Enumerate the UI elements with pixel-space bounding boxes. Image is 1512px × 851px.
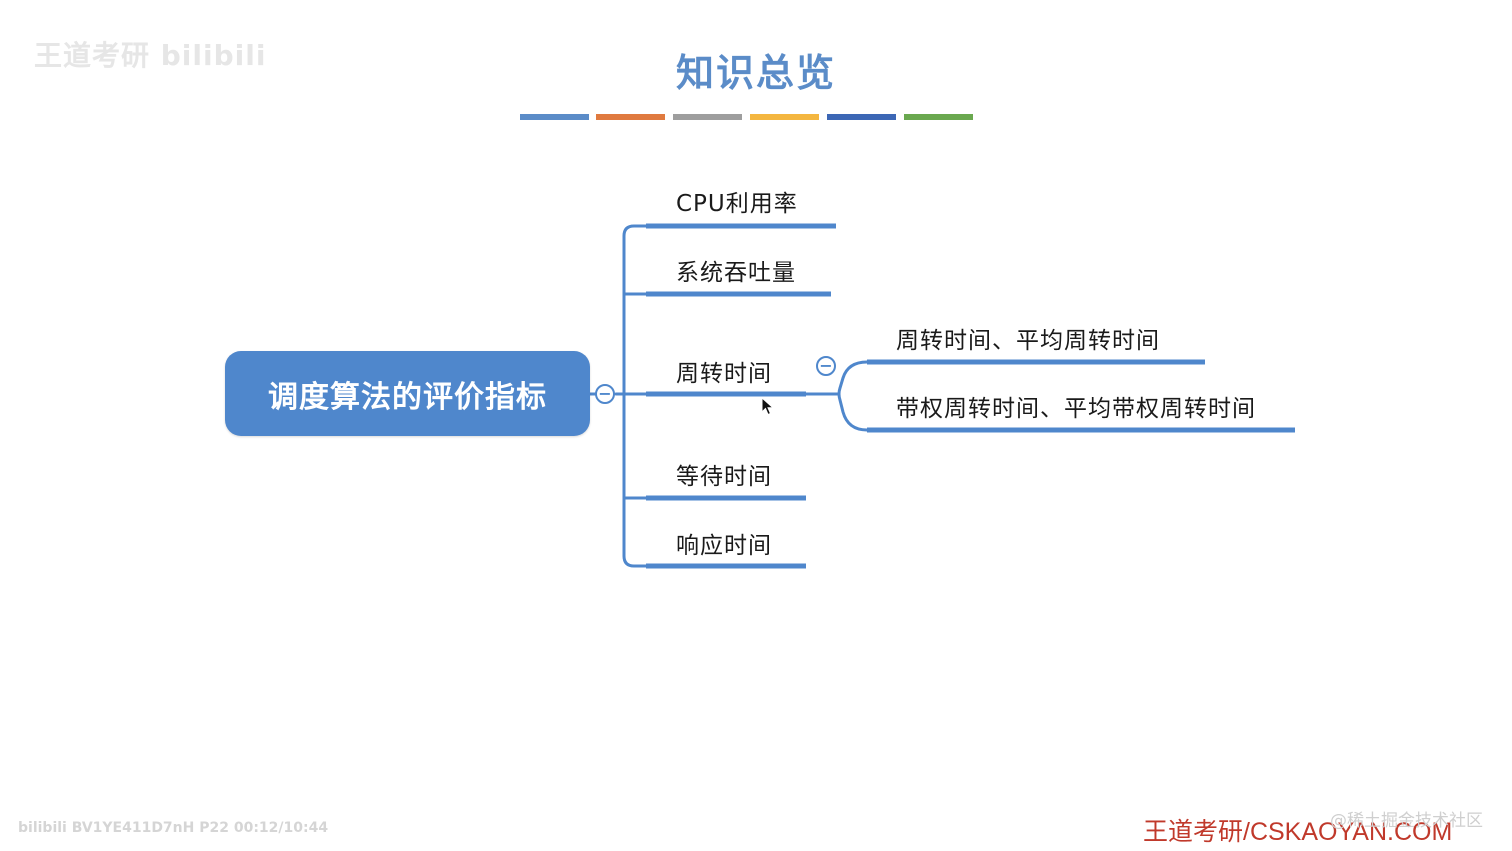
- branch-response-time[interactable]: 响应时间: [676, 533, 772, 559]
- branch-waiting-time[interactable]: 等待时间: [676, 464, 772, 490]
- collapse-turnaround-icon[interactable]: −: [816, 356, 836, 376]
- mouse-cursor-icon: [761, 397, 775, 416]
- color-bar-segment: [673, 114, 742, 120]
- bilibili-watermark-top: 王道考研 bilibili: [34, 39, 267, 72]
- color-bar-segment: [596, 114, 665, 120]
- sub-branch-avg-turnaround[interactable]: 周转时间、平均周转时间: [896, 328, 1160, 354]
- color-bar-segment: [520, 114, 589, 120]
- color-bar-segment: [827, 114, 896, 120]
- sub-branch-weighted-turnaround[interactable]: 带权周转时间、平均带权周转时间: [896, 396, 1256, 422]
- branch-cpu-utilization[interactable]: CPU利用率: [676, 191, 798, 217]
- color-bar-segment: [750, 114, 819, 120]
- bilibili-watermark-bottom: bilibili BV1YE411D7nH P22 00:12/10:44: [18, 820, 329, 836]
- color-bar-segment: [904, 114, 973, 120]
- branch-turnaround-time[interactable]: 周转时间: [676, 361, 772, 387]
- branch-system-throughput[interactable]: 系统吞吐量: [676, 260, 796, 286]
- collapse-root-icon[interactable]: −: [595, 384, 615, 404]
- root-node[interactable]: 调度算法的评价指标: [225, 351, 590, 436]
- trunk-line: [622, 224, 648, 568]
- sub-trunk-line: [837, 360, 869, 432]
- page-title: 知识总览: [675, 51, 836, 95]
- brand-footer: 王道考研/CSKAOYAN.COM: [1143, 818, 1453, 846]
- community-watermark: @稀土掘金技术社区: [1330, 811, 1483, 831]
